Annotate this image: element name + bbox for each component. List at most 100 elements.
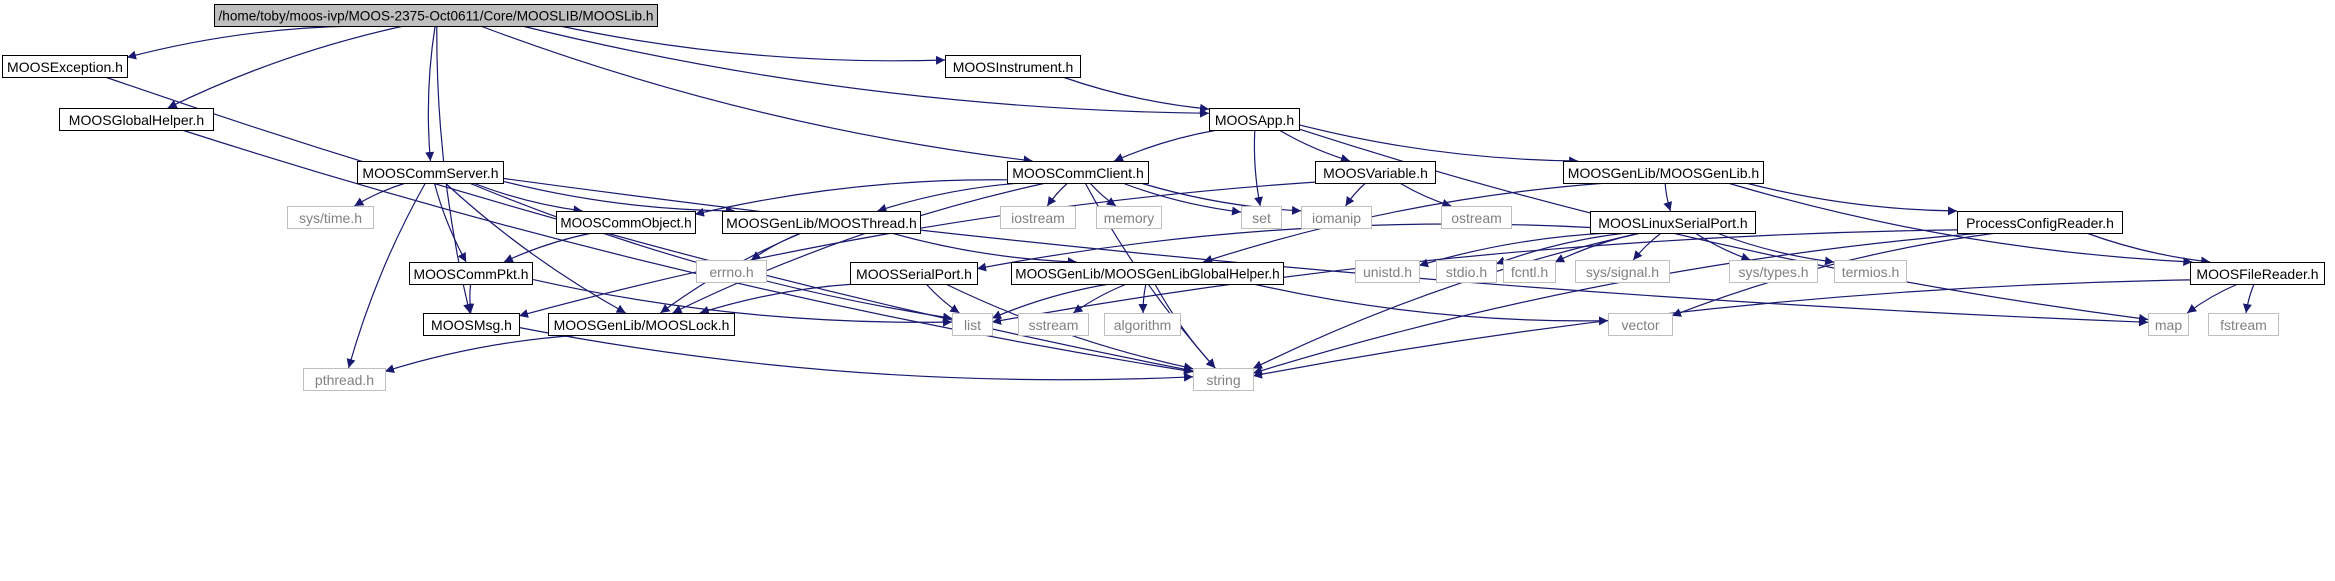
node-mooscommpkt[interactable]: MOOSCommPkt.h: [409, 262, 533, 285]
edge-mooscommclient-to-iostream: [1046, 182, 1069, 207]
node-box-moosglobalhelper: [59, 108, 214, 131]
edge-moosfilereader-to-map: [2186, 283, 2239, 314]
node-label-moosgenlibglobalhelper: MOOSGenLib/MOOSGenLibGlobalHelper.h: [1015, 267, 1279, 282]
node-label-pthread: pthread.h: [315, 372, 374, 388]
node-box-set: [1241, 206, 1282, 229]
node-box-moosmsg: [423, 313, 520, 336]
node-box-sstream: [1018, 313, 1089, 336]
edge-moosfilereader-to-fstream: [2242, 283, 2255, 314]
node-label-list: list: [964, 317, 981, 333]
node-box-syssignal: [1575, 260, 1670, 283]
node-box-fstream: [2208, 313, 2279, 336]
node-label-errno: errno.h: [709, 264, 753, 280]
edge-processconfigreader-to-moosfilereader: [2086, 232, 2211, 266]
node-label-mooslib: /home/toby/moos-ivp/MOOS-2375-Oct0611/Co…: [219, 9, 654, 24]
node-label-systime: sys/time.h: [299, 210, 362, 226]
edge-mooslinuxserialport-to-syssignal: [1632, 232, 1662, 261]
edge-mooscommclient-to-mooscommobject: [694, 179, 1008, 217]
edge-moosglobalhelper-to-string: [181, 129, 1194, 375]
edge-mooslib-to-mooscommserver: [425, 25, 436, 162]
node-box-memory: [1096, 206, 1162, 229]
edge-mooscommserver-to-moosthread: [502, 180, 736, 216]
node-moosvariable[interactable]: MOOSVariable.h: [1315, 161, 1436, 184]
node-moosapp[interactable]: MOOSApp.h: [1209, 108, 1300, 131]
edge-mooscommserver-to-systime: [354, 182, 406, 207]
node-mooscommobject[interactable]: MOOSCommObject.h: [556, 211, 696, 234]
node-label-syssignal: sys/signal.h: [1586, 264, 1659, 280]
node-box-moosgenlibglobalhelper: [1011, 262, 1284, 285]
node-label-moosinstrument: MOOSInstrument.h: [953, 59, 1074, 75]
node-iostream: iostream: [1000, 206, 1076, 229]
node-box-algorithm: [1104, 313, 1181, 336]
edge-mooscommserver-to-map: [502, 177, 2149, 327]
node-ostream: ostream: [1441, 206, 1512, 229]
edge-moosvariable-to-moosmsg: [518, 181, 1316, 318]
edge-mooslib-to-moosinstrument: [559, 25, 946, 65]
edge-mooslib-to-mooscommclient: [480, 25, 1033, 165]
node-processconfigreader[interactable]: ProcessConfigReader.h: [1957, 211, 2123, 234]
node-box-termios: [1834, 260, 1907, 283]
node-moosglobalhelper[interactable]: MOOSGlobalHelper.h: [59, 108, 214, 131]
node-label-mooscommpkt: MOOSCommPkt.h: [414, 266, 529, 282]
node-mooslinuxserialport[interactable]: MOOSLinuxSerialPort.h: [1590, 211, 1756, 234]
node-box-moosthread: [722, 211, 921, 234]
node-label-algorithm: algorithm: [1114, 317, 1172, 333]
edge-mooscommserver-to-pthread: [346, 182, 426, 369]
node-label-moosthread: MOOSGenLib/MOOSThread.h: [726, 215, 917, 231]
node-moosthread[interactable]: MOOSGenLib/MOOSThread.h: [722, 211, 921, 234]
node-box-mooscommpkt: [409, 262, 533, 285]
node-iomanip: iomanip: [1301, 206, 1372, 229]
node-label-mooscommserver: MOOSCommServer.h: [362, 165, 498, 181]
node-box-moosfilereader: [2190, 262, 2325, 285]
node-moosfilereader[interactable]: MOOSFileReader.h: [2190, 262, 2325, 285]
edge-moosgenlibglobalhelper-to-vector: [1253, 283, 1609, 326]
node-box-moosvariable: [1315, 161, 1436, 184]
node-moosinstrument[interactable]: MOOSInstrument.h: [945, 55, 1081, 78]
edge-mooslib-to-moosexception: [126, 25, 356, 60]
node-moosserialport[interactable]: MOOSSerialPort.h: [850, 262, 978, 285]
node-box-list: [952, 313, 993, 336]
node-mooscommclient[interactable]: MOOSCommClient.h: [1007, 161, 1149, 184]
node-label-vector: vector: [1621, 317, 1659, 333]
edge-moosapp-to-set: [1253, 129, 1263, 207]
edge-moosgenlib-to-processconfigreader: [1745, 182, 1958, 216]
nodes-layer: /home/toby/moos-ivp/MOOS-2375-Oct0611/Co…: [2, 4, 2325, 391]
edge-moosgenlib-to-moosfilereader: [1727, 182, 2193, 267]
node-box-systime: [287, 206, 374, 229]
node-list: list: [952, 313, 993, 336]
node-box-ostream: [1441, 206, 1512, 229]
node-mooscommserver[interactable]: MOOSCommServer.h: [357, 161, 504, 184]
node-label-moosmsg: MOOSMsg.h: [431, 317, 512, 333]
node-label-processconfigreader: ProcessConfigReader.h: [1966, 215, 2114, 231]
edge-processconfigreader-to-string: [1252, 232, 1983, 375]
edge-moosmsg-to-string: [518, 326, 1194, 382]
edge-mooscommserver-to-mooscommpkt: [433, 182, 467, 263]
node-label-iostream: iostream: [1011, 210, 1065, 226]
node-unistd: unistd.h: [1355, 260, 1420, 283]
edge-mooscommclient-to-iomanip: [1140, 182, 1302, 215]
node-termios: termios.h: [1834, 260, 1907, 283]
node-box-mooscommobject: [556, 211, 696, 234]
node-moosgenlib[interactable]: MOOSGenLib/MOOSGenLib.h: [1563, 161, 1764, 184]
node-label-unistd: unistd.h: [1363, 264, 1412, 280]
edge-moosthread-to-moosgenlibglobalhelper: [891, 232, 1077, 267]
node-label-fcntl: fcntl.h: [1511, 264, 1548, 280]
node-systypes: sys/types.h: [1729, 260, 1818, 283]
edge-moosgenlibglobalhelper-to-string: [1154, 283, 1216, 369]
node-mooslock[interactable]: MOOSGenLib/MOOSLock.h: [548, 313, 735, 336]
node-label-moosapp: MOOSApp.h: [1215, 112, 1294, 128]
edge-moosvariable-to-ostream: [1399, 182, 1452, 208]
node-pthread: pthread.h: [303, 368, 386, 391]
node-moosexception[interactable]: MOOSException.h: [2, 55, 128, 78]
node-label-string: string: [1206, 372, 1240, 388]
node-mooslib[interactable]: /home/toby/moos-ivp/MOOS-2375-Oct0611/Co…: [214, 4, 658, 27]
edge-mooscommpkt-to-list: [531, 278, 953, 327]
node-errno: errno.h: [696, 260, 767, 283]
node-label-moosfilereader: MOOSFileReader.h: [2196, 266, 2318, 282]
node-box-iomanip: [1301, 206, 1372, 229]
node-box-systypes: [1729, 260, 1818, 283]
node-moosmsg[interactable]: MOOSMsg.h: [423, 313, 520, 336]
edge-processconfigreader-to-vector: [1671, 232, 1997, 317]
node-moosgenlibglobalhelper[interactable]: MOOSGenLib/MOOSGenLibGlobalHelper.h: [1011, 262, 1284, 285]
node-systime: sys/time.h: [287, 206, 374, 229]
